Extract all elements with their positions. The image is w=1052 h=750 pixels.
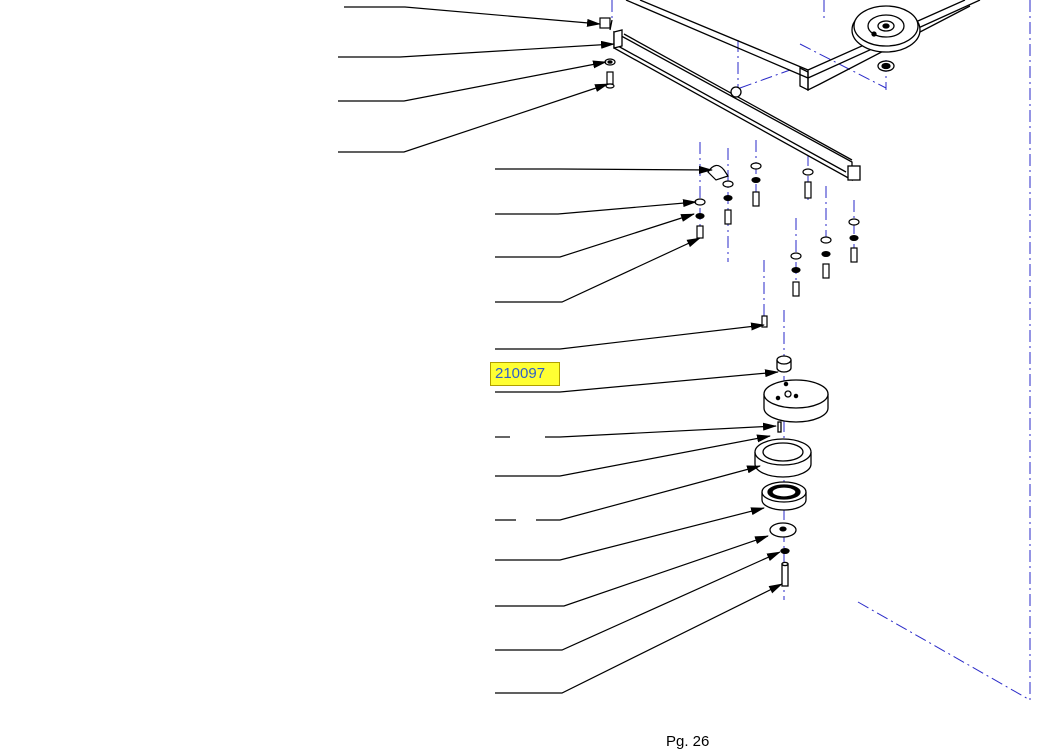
pulley-top bbox=[851, 5, 921, 72]
channel-rail bbox=[613, 29, 861, 182]
centerlines bbox=[611, 0, 1031, 701]
spindle-assembly bbox=[754, 355, 829, 587]
part-number-label-210097[interactable]: 210097 bbox=[490, 362, 560, 386]
leader-lines bbox=[338, 6, 783, 694]
fastener-groups bbox=[694, 162, 860, 328]
bolt-cluster-top bbox=[599, 17, 616, 89]
page-label: Pg. 26 bbox=[666, 733, 710, 750]
